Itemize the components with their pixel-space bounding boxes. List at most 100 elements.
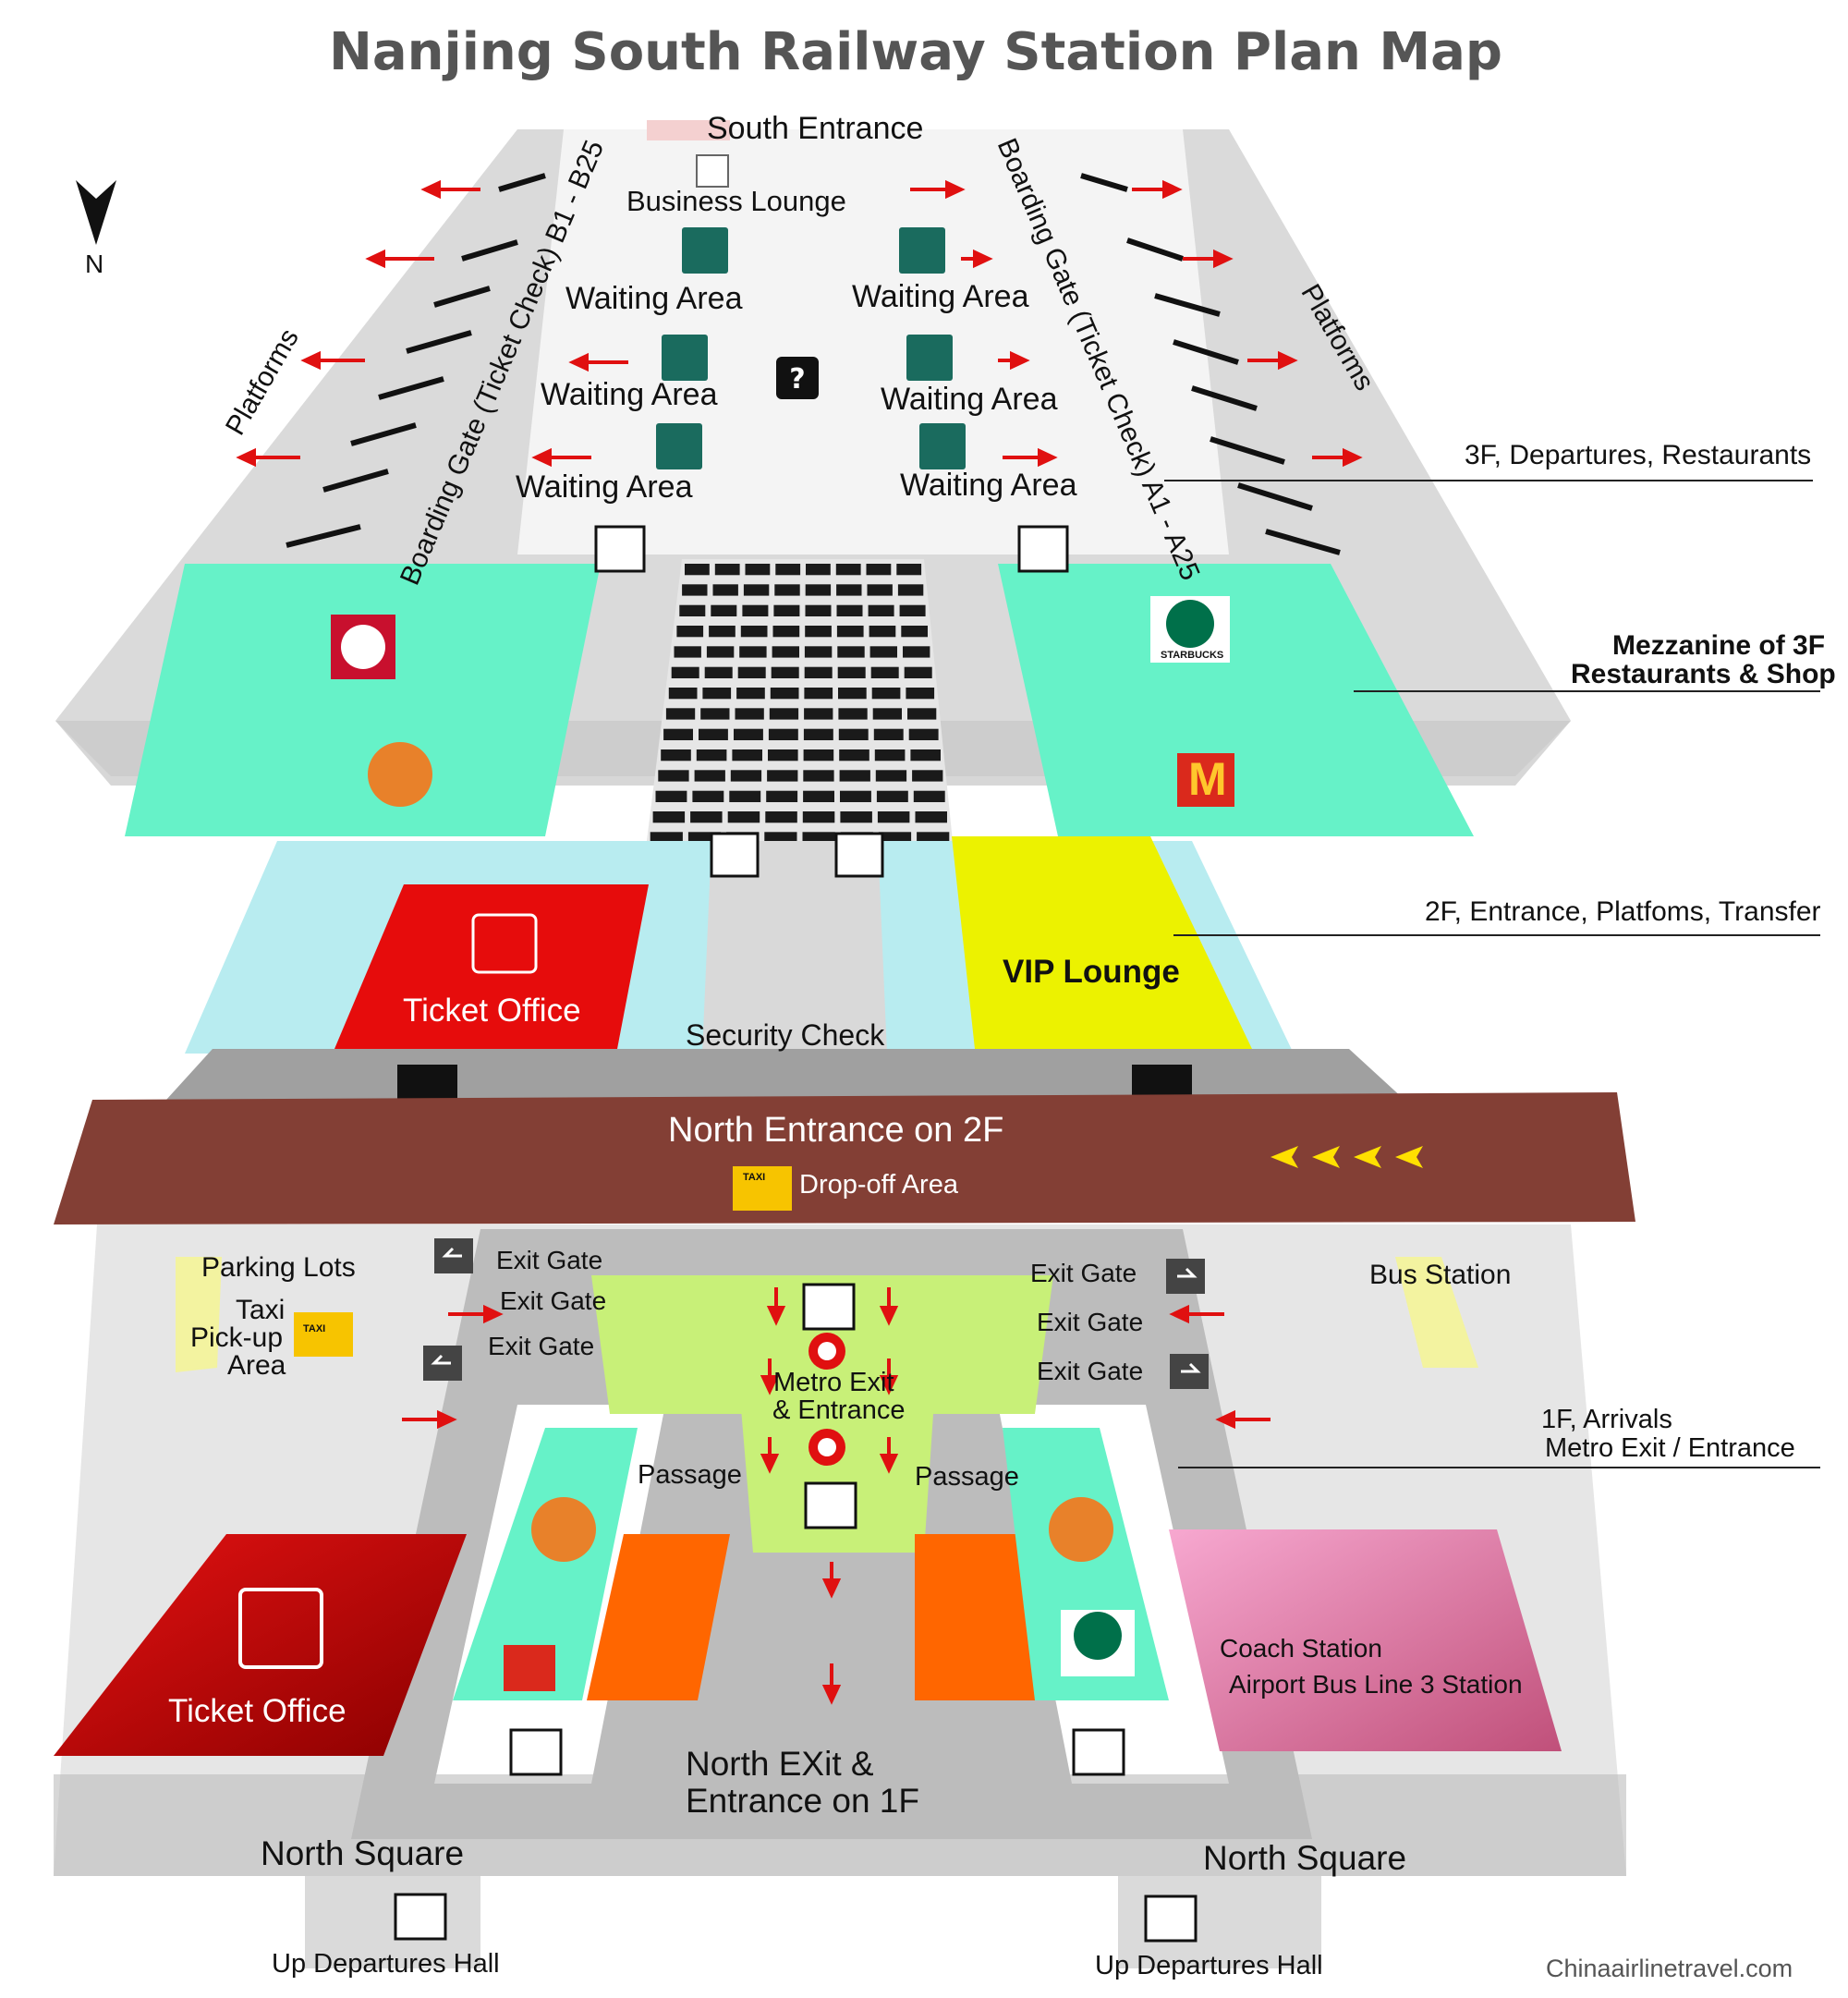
north-square-label-left: North Square xyxy=(261,1834,465,1872)
escalator-step xyxy=(767,770,798,782)
escalator-step xyxy=(836,626,864,638)
escalator-step xyxy=(663,728,693,740)
escalator-step xyxy=(837,646,865,658)
escalator-step xyxy=(802,832,835,844)
metro-exit-label-1: Metro Exit xyxy=(773,1368,894,1397)
escalator-step xyxy=(727,811,760,823)
escalator-step xyxy=(840,811,872,823)
escalator-step xyxy=(899,604,926,616)
waiting-area-label-3: Waiting Area xyxy=(541,377,718,412)
escalator-step xyxy=(805,626,832,638)
escalator-step xyxy=(908,728,939,740)
caption-2f: 2F, Entrance, Platfoms, Transfer xyxy=(1425,896,1821,927)
ticket-office-2f-label: Ticket Office xyxy=(403,993,581,1029)
exit-gate-label-4: Exit Gate xyxy=(1030,1259,1137,1287)
exit-gate-label-3: Exit Gate xyxy=(488,1332,595,1360)
escalator-step xyxy=(737,666,766,678)
escalator-step xyxy=(743,584,770,596)
escalator-step xyxy=(704,666,733,678)
passage-label-left: Passage xyxy=(638,1460,742,1490)
escalator-step xyxy=(875,770,907,782)
escalator-step xyxy=(901,626,928,638)
escalator-step xyxy=(772,626,800,638)
central-escalator-grid xyxy=(642,559,956,878)
floor-2f xyxy=(166,836,1404,1100)
escalator-step xyxy=(769,708,799,720)
escalator-step xyxy=(878,832,912,844)
ticket-office-2f xyxy=(334,884,649,1049)
escalator-step xyxy=(874,749,906,761)
escalator-step xyxy=(674,646,701,658)
escalator-step xyxy=(685,564,710,576)
escalator-step xyxy=(700,708,730,720)
escalator-step xyxy=(679,604,706,616)
escalator-step xyxy=(836,604,863,616)
airport-bus-label: Airport Bus Line 3 Station xyxy=(1229,1670,1523,1699)
escalator-step xyxy=(652,811,686,823)
mezzanine-left-area xyxy=(125,564,601,836)
taxi-pickup-label-1: Taxi xyxy=(236,1295,286,1325)
waiting-area-label-1: Waiting Area xyxy=(565,281,743,316)
floor-1f xyxy=(54,1224,1626,1968)
caption-leader-lines xyxy=(1164,480,1820,1468)
escalator-step xyxy=(915,811,947,823)
restaurant-icon-1f-left xyxy=(531,1497,596,1562)
escalator-step xyxy=(699,728,728,740)
ticket-office-1f xyxy=(54,1534,467,1756)
business-lounge-icon xyxy=(696,154,729,188)
north-exit-label-2: Entrance on 1F xyxy=(686,1782,919,1820)
north-exit-label-1: North EXit & xyxy=(686,1745,874,1783)
escalator-step xyxy=(775,564,801,576)
escalator-step xyxy=(897,584,924,596)
escalator-step xyxy=(903,646,930,658)
taxi-sign-2f: TAXI xyxy=(743,1172,766,1183)
starbucks-icon-3f xyxy=(1150,596,1230,663)
waiting-area-label-2: Waiting Area xyxy=(852,279,1029,314)
escalator-step xyxy=(913,790,945,802)
escalator-step xyxy=(906,688,935,700)
watermark-label: Chinaairlinetravel.com xyxy=(1546,1955,1793,1982)
escalator-step xyxy=(732,749,762,761)
escalator-step xyxy=(736,688,765,700)
escalator-step xyxy=(804,688,833,700)
caption-1f-line1: 1F, Arrivals xyxy=(1541,1405,1672,1434)
escalator-step xyxy=(772,646,799,658)
vip-lounge-label: VIP Lounge xyxy=(1003,954,1180,990)
up-departures-left-block xyxy=(305,1876,480,1968)
ticket-office-icon-2f xyxy=(471,913,538,974)
caption-mezzanine-line1: Mezzanine of 3F xyxy=(1612,630,1826,661)
escalator-step xyxy=(877,811,910,823)
metro-exit-label-2: & Entrance xyxy=(772,1395,906,1425)
escalator-icons xyxy=(394,525,1198,1943)
escalator-step xyxy=(729,790,761,802)
bus-station-zone xyxy=(1395,1257,1478,1368)
escalator-step xyxy=(730,770,762,782)
waiting-area-icons xyxy=(656,227,966,469)
starbucks-icon-1f xyxy=(1061,1610,1135,1676)
escalator-step xyxy=(696,749,727,761)
escalator-step xyxy=(665,708,696,720)
exit-arrow-boxes xyxy=(423,1238,1209,1389)
escalator-step xyxy=(739,646,767,658)
escalator-step xyxy=(745,564,771,576)
escalator-step xyxy=(804,666,833,678)
escalator-step xyxy=(840,790,871,802)
escalator-step xyxy=(774,584,800,596)
escalator-step xyxy=(742,604,769,616)
taxi-pickup-label-2: Pick-up xyxy=(190,1322,284,1353)
security-check-label: Security Check xyxy=(686,1018,885,1052)
escalator-step xyxy=(671,666,699,678)
waiting-area-icon xyxy=(919,423,966,469)
right-platform-stairs xyxy=(1080,173,1341,555)
exit-gate-label-1: Exit Gate xyxy=(496,1246,603,1274)
up-departures-label-left: Up Departures Hall xyxy=(272,1949,500,1979)
escalator-step xyxy=(706,646,735,658)
escalator-step xyxy=(655,790,687,802)
compass-label: N xyxy=(85,250,104,278)
mcdonalds-label-3f: M xyxy=(1188,753,1227,805)
escalator-step xyxy=(690,811,723,823)
drop-off-label: Drop-off Area xyxy=(799,1170,958,1200)
escalator-step xyxy=(803,749,834,761)
escalator-step xyxy=(802,811,835,823)
escalator-step xyxy=(765,811,797,823)
